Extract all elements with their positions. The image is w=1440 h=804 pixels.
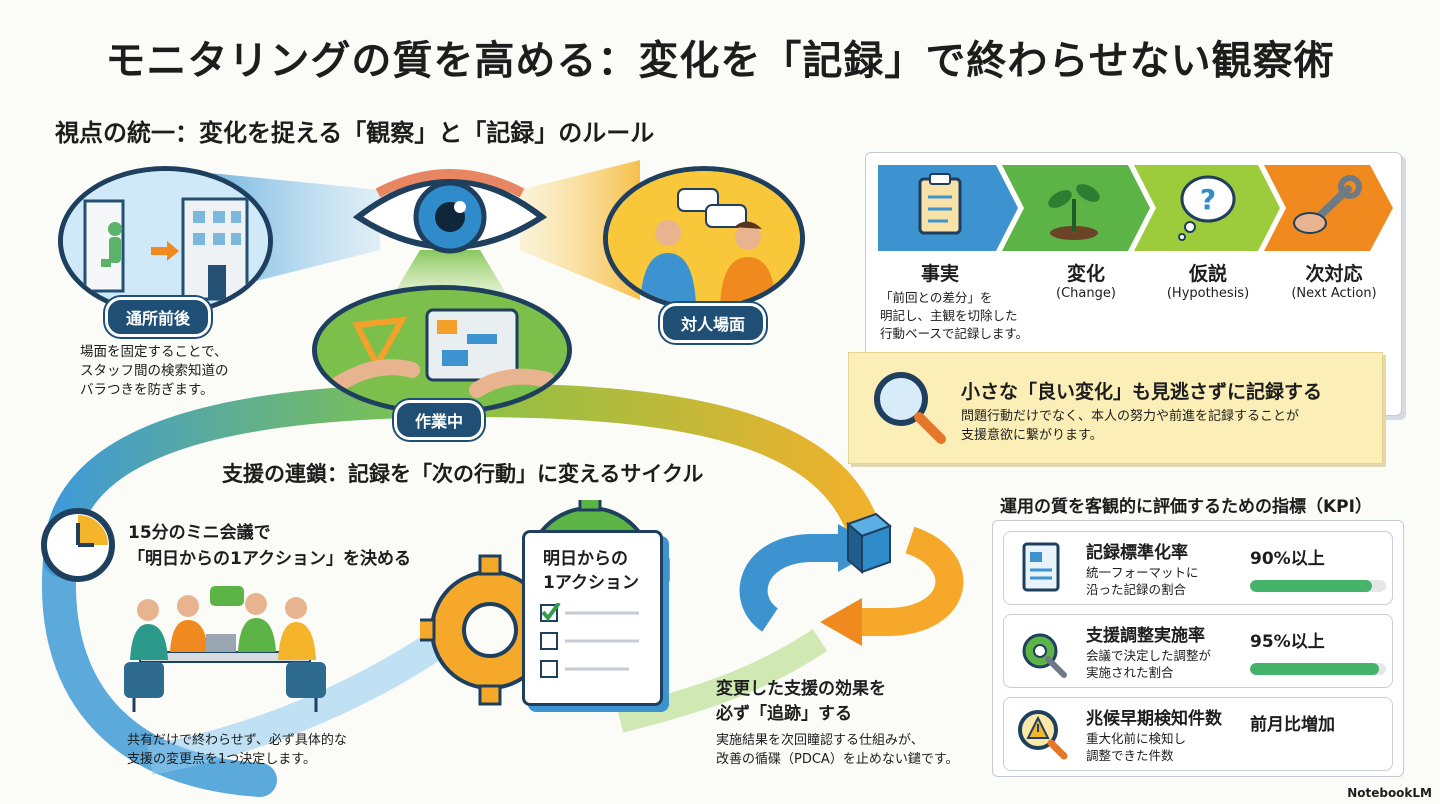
kpi-name: 兆候早期検知件数 — [1086, 709, 1222, 729]
sprout-icon — [1048, 184, 1100, 240]
kpi-name: 記録標準化率 — [1086, 543, 1188, 563]
track-heading: 変更した支援の効果を 必ず「追跡」する — [716, 679, 886, 724]
kpi-progress-fill — [1250, 580, 1373, 592]
scene-interpersonal-label: 対人場面 — [660, 303, 767, 343]
kpi-progress-bar — [1250, 663, 1386, 675]
fact-note: 「前回との差分」を 明記し、主観を切除した 行動ベースで記録します。 — [880, 290, 1029, 341]
document-icon — [1022, 542, 1060, 592]
scene-commute-illustration — [58, 166, 273, 316]
notebooklm-branding: NotebookLM — [1347, 786, 1432, 800]
kpi-name: 支援調整実施率 — [1086, 626, 1205, 646]
clock-icon — [41, 508, 115, 582]
section2-heading: 支援の連鎖：記録を「次の行動」に変えるサイクル — [222, 462, 704, 486]
thought-bubble-icon: ? — [1178, 175, 1236, 241]
kpi-target: 90%以上 — [1250, 549, 1325, 569]
step-change-label: 変化 (Change) — [1056, 263, 1116, 301]
meeting-note: 共有だけで終わらせず、必ず具体的な 支援の変更点を1つ決定します。 — [127, 733, 347, 767]
step-fact-label: 事実 — [920, 263, 959, 285]
kpi-target: 前月比増加 — [1250, 715, 1335, 735]
gear-wrench-icon — [1022, 633, 1067, 678]
team-meeting-illustration — [124, 586, 326, 712]
kpi-title: 運用の質を客観的に評価するための指標（KPI） — [1000, 497, 1372, 517]
page-title: モニタリングの質を高める：変化を「記録」で終わらせない観察術 — [105, 38, 1335, 84]
scene-working-label: 作業中 — [394, 400, 485, 440]
scene-interpersonal-illustration — [603, 166, 805, 311]
kpi-panel: 記録標準化率 統一フォーマットに 沿った記録の割合 90%以上 支援調整実施率 … — [992, 520, 1404, 777]
action-card: 明日からの 1アクション — [522, 530, 663, 706]
good-change-callout: 小さな「良い変化」も見逃さずに記録する 問題行動だけでなく、本人の努力や前進を記… — [848, 352, 1383, 464]
kpi-desc: 統一フォーマットに 沿った記録の割合 — [1086, 565, 1199, 597]
cube-icon — [846, 512, 892, 575]
step-hypothesis-label: 仮説 (Hypothesis) — [1166, 263, 1250, 301]
wrench-hand-icon — [1293, 175, 1362, 234]
kpi-target: 95%以上 — [1250, 632, 1325, 652]
action-card-title: 明日からの 1アクション — [543, 549, 639, 593]
kpi-row: 支援調整実施率 会議で決定した調整が 実施された割合 95%以上 — [1003, 614, 1393, 688]
scene-working-illustration — [312, 285, 572, 415]
kpi-desc: 会議で決定した調整が 実施された割合 — [1086, 648, 1212, 680]
callout-heading: 小さな「良い変化」も見逃さずに記録する — [961, 381, 1323, 403]
kpi-desc: 重大化前に検知し 調整できた件数 — [1086, 731, 1187, 763]
scene-fixing-note: 場面を固定することで、 スタッフ間の検索知道の バラつきを防ぎます。 — [80, 344, 229, 398]
step-next-label: 次対応 (Next Action) — [1291, 263, 1377, 301]
kpi-row: 兆候早期検知件数 重大化前に検知し 調整できた件数 前月比増加 — [1003, 697, 1393, 771]
scene-commute-label: 通所前後 — [105, 297, 212, 337]
warning-magnifier-icon — [1018, 710, 1068, 760]
section1-heading: 視点の統一：変化を捉える「観察」と「記録」のルール — [55, 119, 655, 147]
checklist-icon — [540, 603, 639, 678]
process-chevrons: ? — [878, 165, 1393, 251]
magnifier-icon — [874, 372, 946, 444]
clipboard-icon — [918, 173, 962, 235]
kpi-progress-fill — [1250, 663, 1380, 675]
track-note: 実施結果を次回瞳認する仕組みが、 改善の循碟（PDCA）を止めない鑓です。 — [716, 733, 959, 767]
cycle-arrows-icon — [739, 512, 964, 646]
eye-icon — [352, 169, 548, 254]
kpi-row: 記録標準化率 統一フォーマットに 沿った記録の割合 90%以上 — [1003, 531, 1393, 605]
meeting-heading: 15分のミニ会議で 「明日からの1アクション」を決める — [128, 523, 411, 569]
callout-body: 問題行動だけでなく、本人の努力や前進を記録することが 支援意欲に繋がります。 — [961, 409, 1300, 443]
svg-text:?: ? — [1200, 183, 1216, 216]
kpi-progress-bar — [1250, 580, 1386, 592]
